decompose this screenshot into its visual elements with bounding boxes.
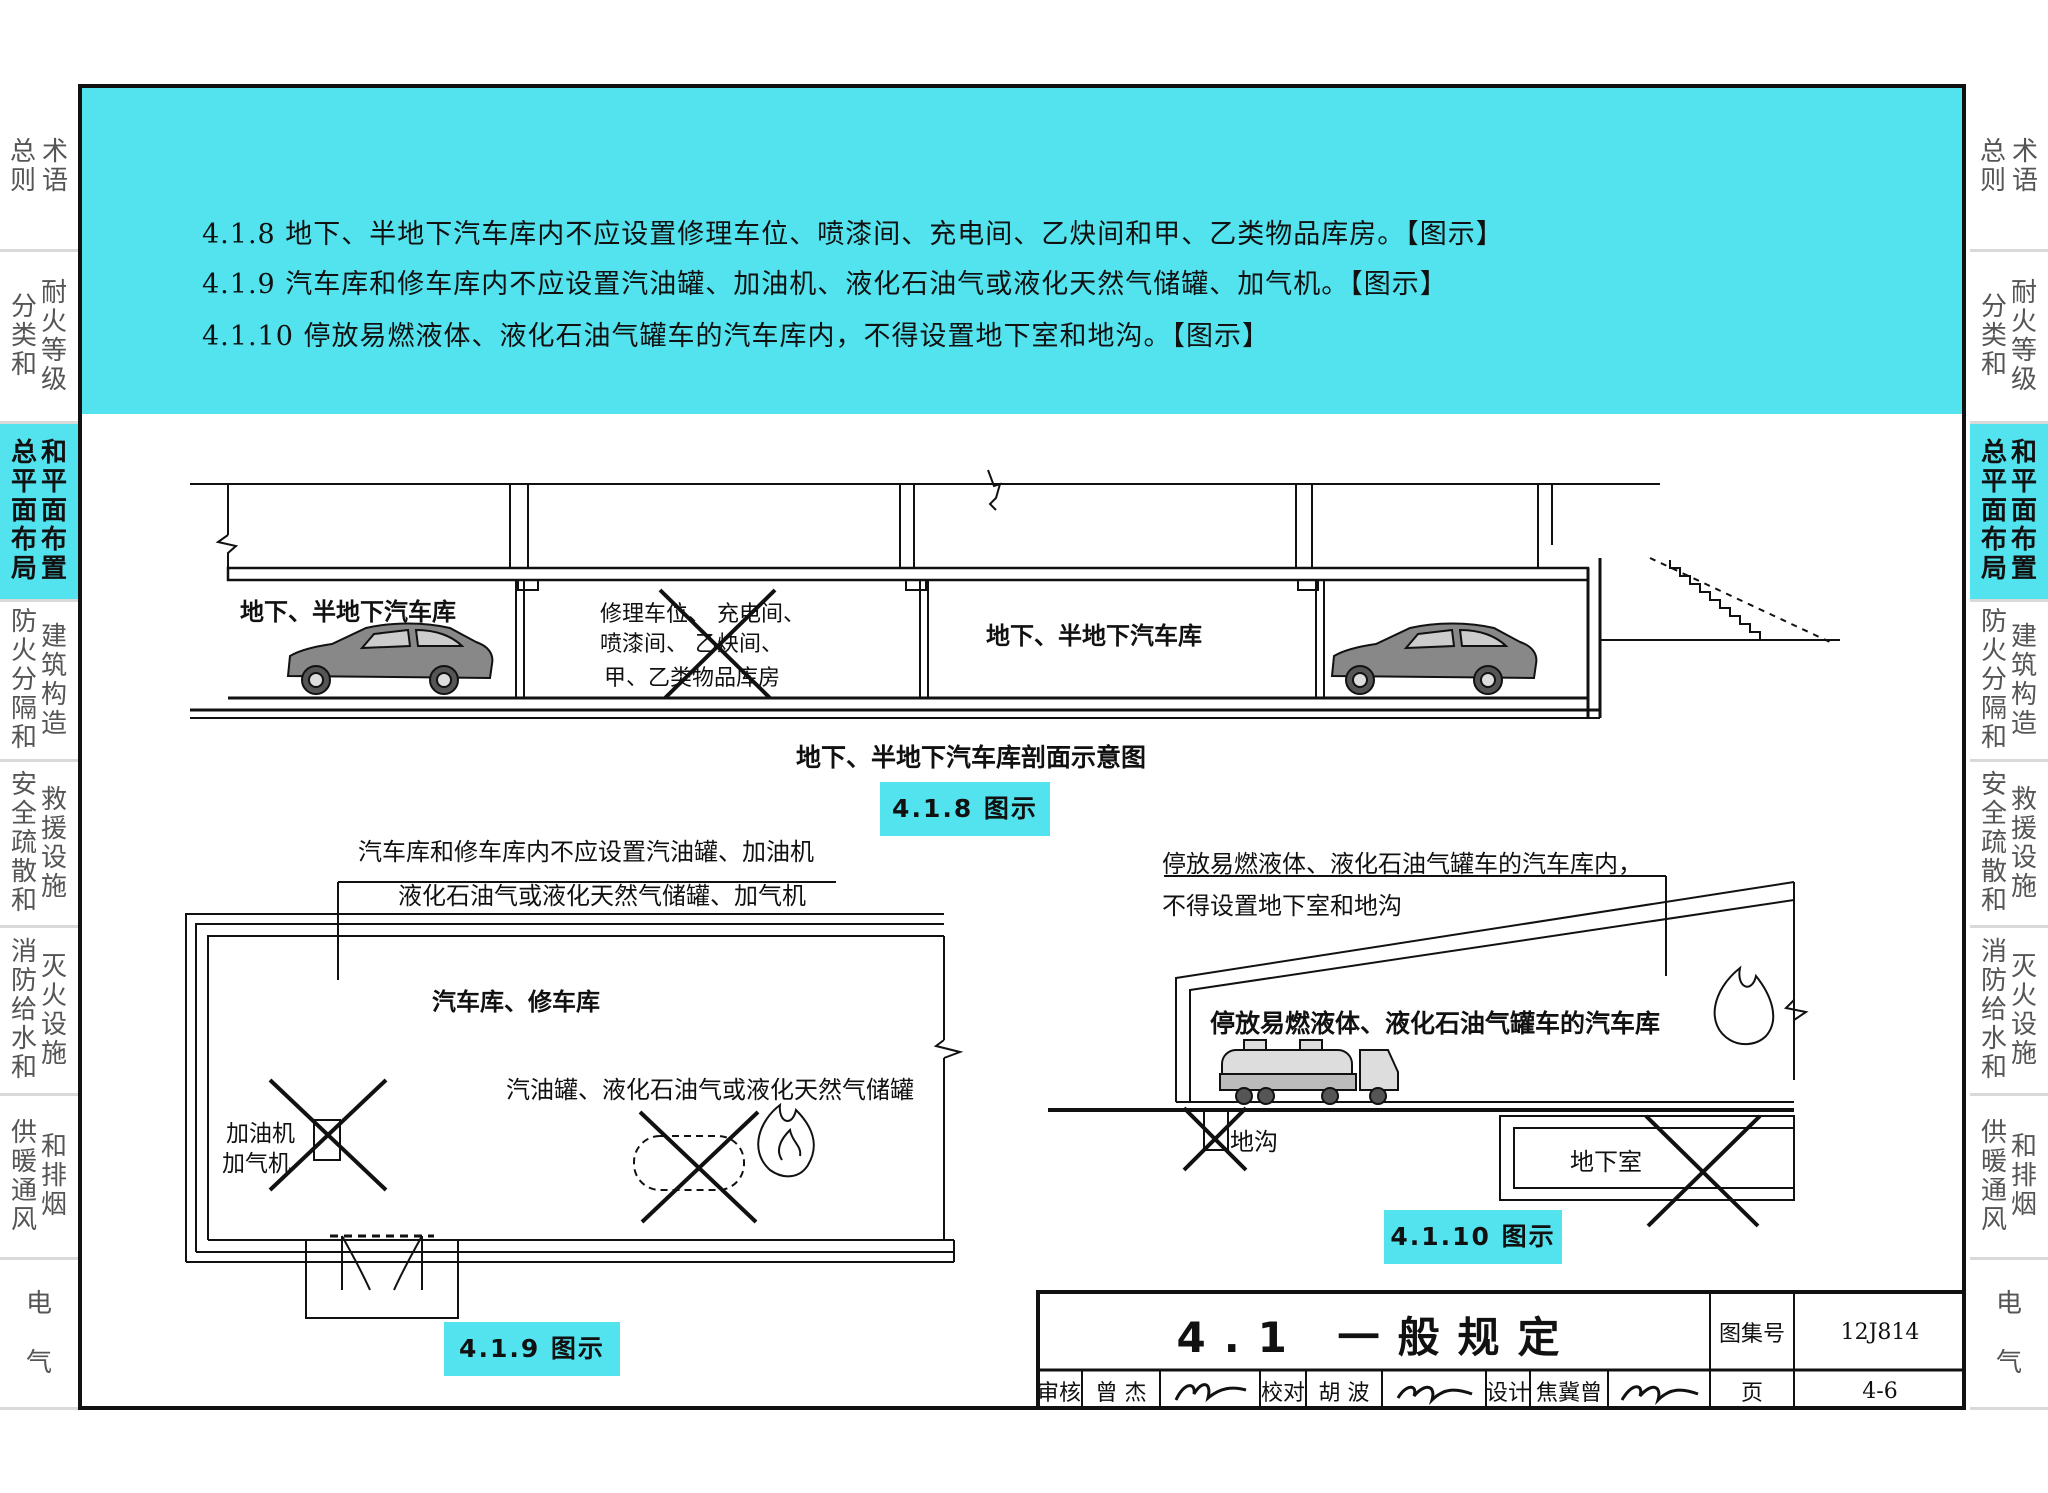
chapter-tab-label: 灭火设施 <box>40 951 67 1069</box>
chapter-tab[interactable]: 分类和耐火等级 <box>1970 252 2048 424</box>
chapter-tab-label: 供暖通风 <box>1980 1117 2007 1235</box>
clause-4-1-9: 4.1.9 汽车库和修车库内不应设置汽油罐、加油机、液化石油气或液化天然气储罐、… <box>202 269 1448 300</box>
chapter-tab-label: 和平面布置 <box>40 438 67 584</box>
chapter-tab-label: 气 <box>1995 1347 2022 1378</box>
chapter-tab[interactable]: 消防给水和灭火设施 <box>1970 928 2048 1096</box>
chapter-tab-label: 供暖通风 <box>10 1117 37 1235</box>
designer-name: 焦冀曾 <box>1535 1381 1602 1406</box>
checker-name: 胡 波 <box>1318 1381 1370 1406</box>
chapter-tab[interactable]: 分类和耐火等级 <box>0 252 78 424</box>
room-label-garage-2: 地下、半地下汽车库 <box>986 622 1202 650</box>
chapter-tab[interactable]: 防火分隔和建筑构造 <box>1970 602 2048 762</box>
tank-label: 汽油罐、液化石油气或液化天然气储罐 <box>506 1076 914 1104</box>
chapter-tab-label: 总则 <box>9 136 36 196</box>
page-label: 页 <box>1740 1381 1763 1406</box>
right-chapter-tabs: 总则术语分类和耐火等级总平面布局和平面布置防火分隔和建筑构造安全疏散和救援设施消… <box>1970 84 2048 1410</box>
chapter-tab-label: 耐火等级 <box>2010 277 2037 395</box>
pump-label-fuel: 加油机 <box>226 1121 295 1147</box>
title-block: 4.1 一般规定 图集号 12J814 页 4-6 审核 曾 杰 校对 胡 波 <box>1036 1290 1966 1410</box>
review-label: 审核 <box>1036 1381 1081 1406</box>
chapter-tab-label: 气 <box>25 1347 52 1378</box>
trench-label: 地沟 <box>1230 1128 1278 1156</box>
chapter-tab-label: 和排烟 <box>40 1132 67 1220</box>
note-4-1-9-line1: 汽车库和修车库内不应设置汽油罐、加油机 <box>358 838 814 866</box>
chapter-tab[interactable]: 供暖通风和排烟 <box>1970 1096 2048 1260</box>
caption-4-1-9: 4.1.9 图示 <box>444 1322 620 1376</box>
chapter-tab[interactable]: 供暖通风和排烟 <box>0 1096 78 1260</box>
chapter-tab-label: 防火分隔和 <box>10 607 37 753</box>
design-label: 设计 <box>1486 1381 1531 1406</box>
note-4-1-10-line2: 不得设置地下室和地沟 <box>1162 892 1402 920</box>
chapter-tab-label: 建筑构造 <box>2010 621 2037 739</box>
car-icon <box>1330 622 1538 695</box>
chapter-tab-label: 建筑构造 <box>40 621 67 739</box>
chapter-tab-label: 术语 <box>41 136 68 196</box>
caption-4-1-10: 4.1.10 图示 <box>1384 1210 1562 1264</box>
chapter-tab[interactable]: 防火分隔和建筑构造 <box>0 602 78 762</box>
chapter-tab-label: 救援设施 <box>2010 784 2037 902</box>
signature-checker <box>1396 1385 1473 1406</box>
caption-4-1-8: 4.1.8 图示 <box>880 782 1050 836</box>
chapter-tab-label: 总则 <box>1979 136 2006 196</box>
chapter-tab-label: 消防给水和 <box>10 937 37 1083</box>
chapter-tab-label: 总平面布局 <box>1980 438 2007 584</box>
room-label-prohibited-2: 喷漆间、 乙炔间、 <box>600 632 783 657</box>
room-label-prohibited-3: 甲、乙类物品库房 <box>604 666 781 691</box>
chapter-tab[interactable]: 总平面布局和平面布置 <box>0 424 78 602</box>
page-frame <box>78 84 1966 1410</box>
car-icon <box>286 622 494 695</box>
chapter-tab-label: 救援设施 <box>40 784 67 902</box>
signature-designer <box>1620 1385 1699 1406</box>
chapter-tab[interactable]: 总则术语 <box>1970 84 2048 252</box>
clause-4-1-8: 4.1.8 地下、半地下汽车库内不应设置修理车位、喷漆间、充电间、乙炔间和甲、乙… <box>202 219 1504 250</box>
chapter-tab-label: 安全疏散和 <box>10 770 37 916</box>
chapter-tab-label: 电 <box>25 1288 52 1319</box>
chapter-tab-label: 和排烟 <box>2010 1132 2037 1220</box>
chapter-tab[interactable]: 安全疏散和救援设施 <box>0 762 78 928</box>
signature-reviewer <box>1174 1383 1247 1403</box>
pump-label-gas: 加气机 <box>222 1151 291 1177</box>
left-chapter-tabs: 总则术语分类和耐火等级总平面布局和平面布置防火分隔和建筑构造安全疏散和救援设施消… <box>0 84 78 1410</box>
room-label-garage-1: 地下、半地下汽车库 <box>240 598 456 626</box>
note-4-1-9-line2: 液化石油气或液化天然气储罐、加气机 <box>398 882 806 910</box>
chapter-tab[interactable]: 电气 <box>0 1260 78 1410</box>
check-label: 校对 <box>1260 1381 1305 1406</box>
atlas-label: 图集号 <box>1718 1322 1785 1347</box>
note-4-1-10-line1: 停放易燃液体、液化石油气罐车的汽车库内， <box>1162 850 1642 878</box>
chapter-tab-label: 耐火等级 <box>40 277 67 395</box>
chapter-tab[interactable]: 电气 <box>1970 1260 2048 1410</box>
chapter-tab[interactable]: 安全疏散和救援设施 <box>1970 762 2048 928</box>
garage-label-tanker: 停放易燃液体、液化石油气罐车的汽车库 <box>1210 1009 1661 1038</box>
room-label-garage-repair: 汽车库、修车库 <box>432 988 600 1016</box>
chapter-tab-label: 电 <box>1995 1288 2022 1319</box>
clause-4-1-10: 4.1.10 停放易燃液体、液化石油气罐车的汽车库内，不得设置地下室和地沟。【图… <box>202 321 1270 352</box>
chapter-tab[interactable]: 总则术语 <box>0 84 78 252</box>
tanker-truck-icon <box>1219 1039 1399 1105</box>
chapter-tab-label: 安全疏散和 <box>1980 770 2007 916</box>
room-label-prohibited-1: 修理车位、 充电间、 <box>600 602 805 627</box>
reviewer-name: 曾 杰 <box>1095 1381 1147 1406</box>
chapter-tab-label: 灭火设施 <box>2010 951 2037 1069</box>
page-title: 4.1 一般规定 <box>1176 1312 1578 1362</box>
atlas-number: 12J814 <box>1840 1319 1920 1345</box>
page-number: 4-6 <box>1862 1378 1898 1404</box>
basement-label: 地下室 <box>1570 1148 1642 1176</box>
chapter-tab-label: 和平面布置 <box>2010 438 2037 584</box>
chapter-tab-label: 术语 <box>2011 136 2038 196</box>
chapter-tab-label: 分类和 <box>1980 292 2007 380</box>
chapter-tab[interactable]: 总平面布局和平面布置 <box>1970 424 2048 602</box>
chapter-tab-label: 消防给水和 <box>1980 937 2007 1083</box>
chapter-tab-label: 防火分隔和 <box>1980 607 2007 753</box>
section-title: 地下、半地下汽车库剖面示意图 <box>796 743 1147 772</box>
chapter-tab-label: 总平面布局 <box>10 438 37 584</box>
chapter-tab-label: 分类和 <box>10 292 37 380</box>
chapter-tab[interactable]: 消防给水和灭火设施 <box>0 928 78 1096</box>
clause-banner: 4.1.8 地下、半地下汽车库内不应设置修理车位、喷漆间、充电间、乙炔间和甲、乙… <box>82 88 1962 414</box>
